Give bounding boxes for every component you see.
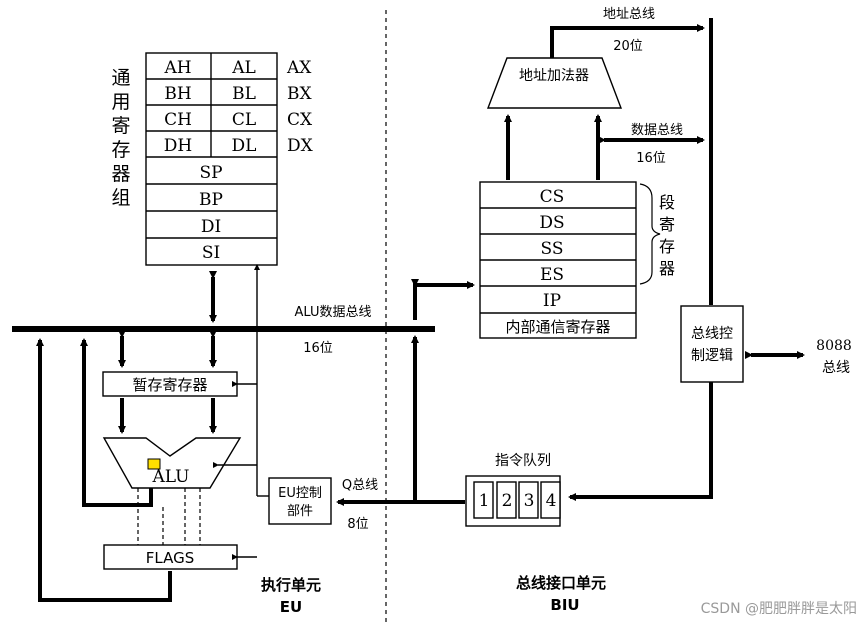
eu-caption-2: EU bbox=[280, 598, 302, 616]
register-ah: AH bbox=[163, 58, 191, 78]
register-cx-name: CX bbox=[287, 110, 313, 130]
queue-cell-4: 4 bbox=[546, 491, 557, 511]
general-register-group: AH AL BH BL CH CL DH DL SP BP DI SI AX B… bbox=[145, 52, 314, 266]
biu-caption-1: 总线接口单元 bbox=[516, 574, 606, 592]
bus-to-queue-arrow bbox=[568, 382, 713, 501]
svg-text:器: 器 bbox=[659, 259, 675, 278]
register-bx-name: BX bbox=[287, 84, 312, 104]
register-bp: BP bbox=[199, 190, 223, 210]
register-bh: BH bbox=[164, 84, 191, 104]
svg-text:段: 段 bbox=[659, 193, 675, 212]
eu-caption-1: 执行单元 bbox=[261, 576, 321, 594]
internal-register-label: 内部通信寄存器 bbox=[505, 318, 610, 336]
queue-label: 指令队列 bbox=[495, 453, 551, 469]
address-adder-label: 地址加法器 bbox=[519, 68, 589, 84]
q-bus-width: 8位 bbox=[347, 517, 368, 532]
address-bus-label: 地址总线 bbox=[603, 7, 655, 22]
bus-control-logic bbox=[680, 305, 744, 383]
register-dx-name: DX bbox=[287, 136, 314, 156]
register-di: DI bbox=[201, 217, 221, 237]
alu-label: ALU bbox=[152, 467, 190, 487]
svg-text:组: 组 bbox=[111, 187, 130, 209]
bus-control-label-2: 制逻辑 bbox=[691, 348, 733, 364]
register-al: AL bbox=[231, 58, 256, 78]
bus-control-label-1: 总线控 bbox=[691, 326, 733, 342]
flags-register bbox=[103, 544, 238, 570]
svg-text:存: 存 bbox=[111, 139, 130, 161]
register-ds: DS bbox=[539, 213, 564, 233]
alu-unit bbox=[102, 437, 242, 489]
data-bus-width: 16位 bbox=[636, 151, 666, 166]
flags-label: FLAGS bbox=[146, 549, 194, 567]
queue-cell-2: 2 bbox=[502, 491, 513, 511]
segment-register-group: CS DS SS ES IP 内部通信寄存器 bbox=[479, 181, 637, 339]
queue-cell-3: 3 bbox=[524, 491, 535, 511]
address-adder bbox=[486, 57, 623, 109]
external-bus-label-1: 8088 bbox=[816, 338, 852, 354]
svg-text:用: 用 bbox=[111, 91, 130, 113]
address-bus-width: 20位 bbox=[613, 39, 643, 54]
register-cs: CS bbox=[540, 187, 565, 207]
watermark: CSDN @肥肥胖胖是太阳 bbox=[701, 601, 857, 617]
register-ip: IP bbox=[543, 291, 561, 311]
register-si: SI bbox=[202, 243, 220, 263]
segment-side-label: 段 寄 存 器 bbox=[659, 193, 675, 278]
temp-register bbox=[102, 371, 238, 397]
eu-control-unit bbox=[268, 477, 332, 525]
alu-bus-label: ALU数据总线 bbox=[294, 305, 371, 320]
svg-text:寄: 寄 bbox=[111, 115, 130, 137]
q-bus-label: Q总线 bbox=[342, 478, 378, 493]
svg-text:通: 通 bbox=[111, 67, 130, 89]
general-register-side-label: 通 用 寄 存 器 组 bbox=[111, 67, 130, 209]
queue-cell-1: 1 bbox=[479, 491, 490, 511]
eu-control-label-1: EU控制 bbox=[278, 486, 322, 501]
svg-text:存: 存 bbox=[659, 237, 675, 256]
register-es: ES bbox=[540, 265, 564, 285]
svg-text:寄: 寄 bbox=[659, 215, 675, 234]
alu-bus-width: 16位 bbox=[303, 341, 333, 356]
bus-to-segment-arrow bbox=[413, 281, 475, 320]
svg-text:器: 器 bbox=[111, 163, 130, 185]
eu-control-label-2: 部件 bbox=[287, 504, 313, 519]
instruction-queue: 1 2 3 4 bbox=[465, 475, 561, 527]
alu-output-to-bus bbox=[80, 338, 153, 507]
address-bus-arrow bbox=[550, 24, 705, 58]
biu-caption-2: BIU bbox=[550, 596, 579, 614]
register-ch: CH bbox=[164, 110, 192, 130]
register-bl: BL bbox=[232, 84, 256, 104]
register-cl: CL bbox=[232, 110, 256, 130]
data-bus-label: 数据总线 bbox=[631, 123, 683, 138]
temp-register-label: 暂存寄存器 bbox=[132, 376, 207, 394]
alu-highlight-marker bbox=[147, 458, 161, 470]
register-sp: SP bbox=[199, 163, 222, 183]
external-bus-label-2: 总线 bbox=[822, 360, 850, 376]
register-dl: DL bbox=[232, 136, 257, 156]
register-dh: DH bbox=[164, 136, 192, 156]
register-ss: SS bbox=[541, 239, 564, 259]
segment-brace bbox=[639, 183, 661, 285]
flags-to-bus bbox=[36, 338, 172, 602]
register-ax-name: AX bbox=[286, 58, 312, 78]
